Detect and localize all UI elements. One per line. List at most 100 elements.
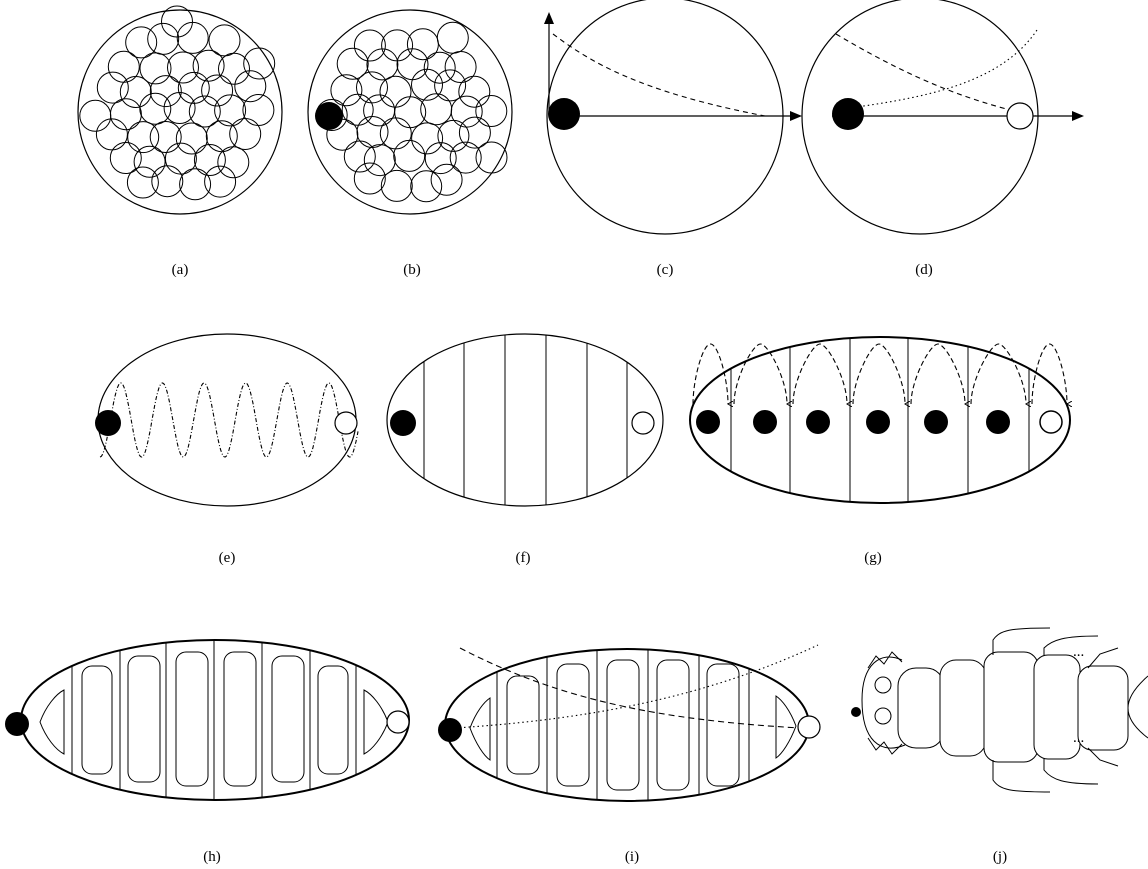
signalling-centres (696, 410, 1010, 434)
segment-boundaries (72, 630, 356, 810)
cell (354, 163, 385, 194)
dark-pole-marker (390, 410, 416, 436)
embryo-outline (445, 649, 809, 801)
panel-label-j: (j) (993, 849, 1007, 865)
panel-d (802, 0, 1082, 234)
eye-bottom (875, 708, 891, 724)
appendage-bottom-2 (1044, 758, 1098, 784)
cell (451, 96, 482, 127)
oscillation-wave (100, 383, 358, 457)
cell (431, 164, 462, 195)
segment-block (224, 652, 256, 786)
panel-label-h: (h) (203, 849, 221, 865)
light-pole-marker (1040, 411, 1062, 433)
panel-label-c: (c) (657, 262, 674, 278)
signal-arch (734, 344, 787, 404)
ellipsis-top: ... (1073, 644, 1084, 660)
light-pole-marker (335, 412, 357, 434)
panel-label-a: (a) (172, 262, 189, 278)
dashed-gradient-curve (553, 34, 765, 116)
signal-arches (693, 344, 1067, 404)
panel-label-b: (b) (403, 262, 421, 278)
cell (459, 76, 490, 107)
cell (96, 119, 127, 150)
signalling-centre (696, 410, 720, 434)
cell-cluster-b (316, 22, 507, 202)
panel-b (308, 10, 512, 214)
dashed-gradient-curve (836, 34, 1036, 116)
light-pole-marker (387, 711, 409, 733)
cell (450, 142, 481, 173)
panel-label-d: (d) (915, 262, 933, 278)
end-segment (364, 690, 388, 754)
segment-blocks (470, 660, 796, 790)
cell (435, 70, 466, 101)
panel-h (5, 630, 409, 810)
end-segment (40, 690, 64, 754)
cell (354, 30, 385, 61)
body-segment (940, 660, 986, 756)
stripe-lines (424, 330, 627, 510)
cell (230, 119, 261, 150)
panel-j (851, 628, 1148, 792)
panel-i (438, 640, 820, 810)
appendage-top-3 (1088, 648, 1118, 668)
cell (397, 49, 428, 80)
panel-label-f: (f) (516, 550, 531, 566)
panel-label-g: (g) (864, 550, 882, 566)
cell (411, 171, 442, 202)
cell (476, 96, 507, 127)
signal-arch (971, 344, 1026, 404)
light-pole-marker (632, 412, 654, 434)
cell (108, 51, 139, 82)
cell (476, 142, 507, 173)
cell (80, 100, 111, 131)
dark-pole-marker (548, 98, 580, 130)
segment-block (707, 664, 739, 786)
cell (193, 50, 224, 81)
signal-arch (911, 344, 965, 404)
appendage-bottom-3 (1088, 748, 1118, 766)
segment-block (272, 656, 304, 782)
dotted-gradient-curve (455, 645, 818, 728)
cell (380, 118, 411, 149)
embryo-outline (387, 334, 663, 506)
signalling-centre (924, 410, 948, 434)
cell (344, 141, 375, 172)
panel-e (95, 334, 358, 506)
segment-block (507, 676, 539, 774)
panel-g (690, 330, 1070, 510)
panel-label-i: (i) (625, 849, 639, 865)
cell (425, 143, 456, 174)
dark-pole-marker (832, 98, 864, 130)
light-pole-marker (798, 716, 820, 738)
cell (180, 169, 211, 200)
cell (382, 30, 413, 61)
signalling-centre (806, 410, 830, 434)
tail-segment (1128, 676, 1148, 738)
cell (380, 76, 411, 107)
body-segment (984, 652, 1038, 762)
signalling-centre (866, 410, 890, 434)
segment-block (82, 666, 112, 774)
panel-label-e: (e) (219, 550, 236, 566)
segment-block (318, 666, 348, 774)
cell (364, 145, 395, 176)
signalling-centre (986, 410, 1010, 434)
cell (437, 22, 468, 53)
segment-block (607, 660, 639, 790)
cell (394, 140, 425, 171)
eye-top (875, 677, 891, 693)
embryo-outline (98, 334, 356, 506)
cell (177, 22, 208, 53)
cell (168, 52, 199, 83)
cell (178, 72, 209, 103)
cell (445, 52, 476, 83)
segment-block (176, 652, 208, 786)
cell (140, 93, 171, 124)
panel-c (547, 0, 800, 234)
signal-arch (853, 344, 905, 404)
cell (127, 167, 158, 198)
appendage-top-1 (993, 628, 1050, 655)
